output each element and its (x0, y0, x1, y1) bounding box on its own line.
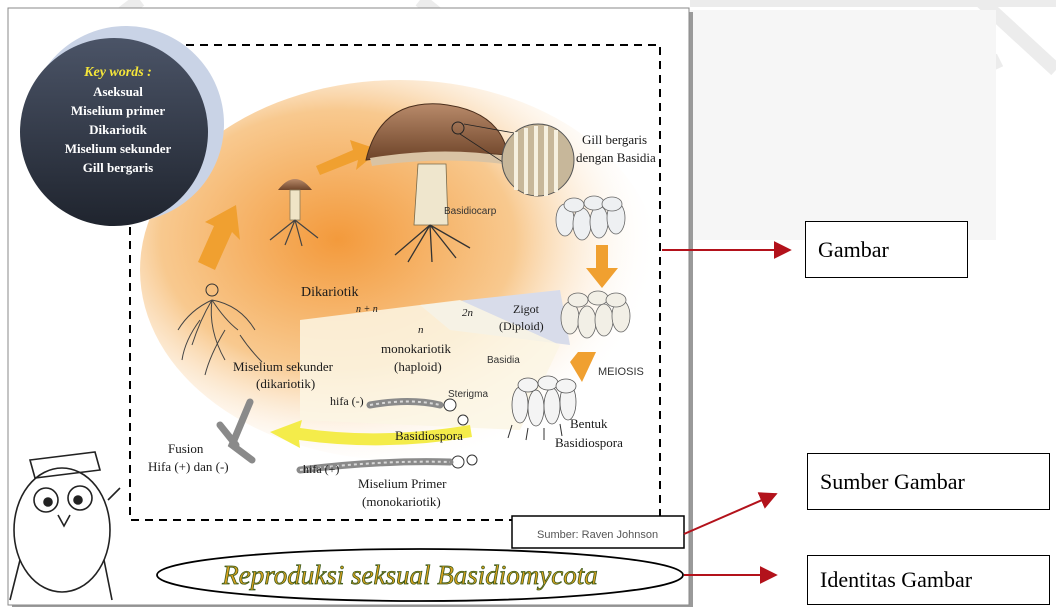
zygote-label: (Diploid) (499, 319, 544, 333)
callout-sumber-label: Sumber Gambar (820, 469, 965, 495)
keyword-item: Aseksual (93, 84, 143, 99)
callout-arrow-sumber (684, 494, 776, 534)
keywords-heading: Key words : (83, 65, 152, 80)
hypha-plus-label: hifa (+) (303, 462, 339, 476)
callout-gambar: Gambar (805, 221, 968, 278)
meiosis-label: MEIOSIS (598, 366, 644, 378)
callout-gambar-label: Gambar (818, 237, 889, 263)
monokaryotic-label: (haploid) (394, 359, 442, 374)
basidia-label: Basidia (487, 355, 520, 366)
ploidy-label: n + n (356, 304, 378, 315)
primary-mycelium-label: (monokariotik) (362, 494, 441, 509)
figure-title: Reproduksi seksual Basidiomycota (221, 560, 597, 590)
gill-label: dengan Basidia (576, 150, 656, 165)
secondary-mycelium-label: Miselium sekunder (233, 359, 334, 374)
keyword-item: Dikariotik (89, 122, 148, 137)
hypha-minus-label: hifa (-) (330, 394, 364, 408)
gill-label: Gill bergaris (582, 132, 647, 147)
keyword-item: Miselium primer (71, 103, 165, 118)
basidiocarp-label: Basidiocarp (444, 206, 497, 217)
fusion-label: Fusion (168, 441, 204, 456)
callout-sumber-gambar: Sumber Gambar (807, 453, 1050, 510)
fusion-label: Hifa (+) dan (-) (148, 459, 229, 474)
primary-mycelium-label: Miselium Primer (358, 476, 447, 491)
basidiospore-form-label: Basidiospora (555, 435, 623, 450)
source-text: Sumber: Raven Johnson (537, 529, 658, 541)
basidiospore-form-label: Bentuk (570, 416, 608, 431)
dikaryotic-label: Dikariotik (301, 285, 359, 300)
monokaryotic-label: monokariotik (381, 341, 452, 356)
callout-identitas-gambar: Identitas Gambar (807, 555, 1050, 605)
keyword-item: Miselium sekunder (65, 141, 172, 156)
secondary-mycelium-label: (dikariotik) (256, 376, 315, 391)
background-panel (690, 10, 996, 240)
zygote-label: Zigot (513, 302, 540, 316)
sterigma-label: Sterigma (448, 389, 488, 400)
callout-identitas-label: Identitas Gambar (820, 567, 972, 593)
ploidy-label: 2n (462, 307, 474, 319)
ploidy-label: n (418, 324, 424, 336)
gill-zoom-icon (502, 124, 574, 196)
basidiospore-label: Basidiospora (395, 428, 463, 443)
keyword-item: Gill bergaris (83, 160, 153, 175)
